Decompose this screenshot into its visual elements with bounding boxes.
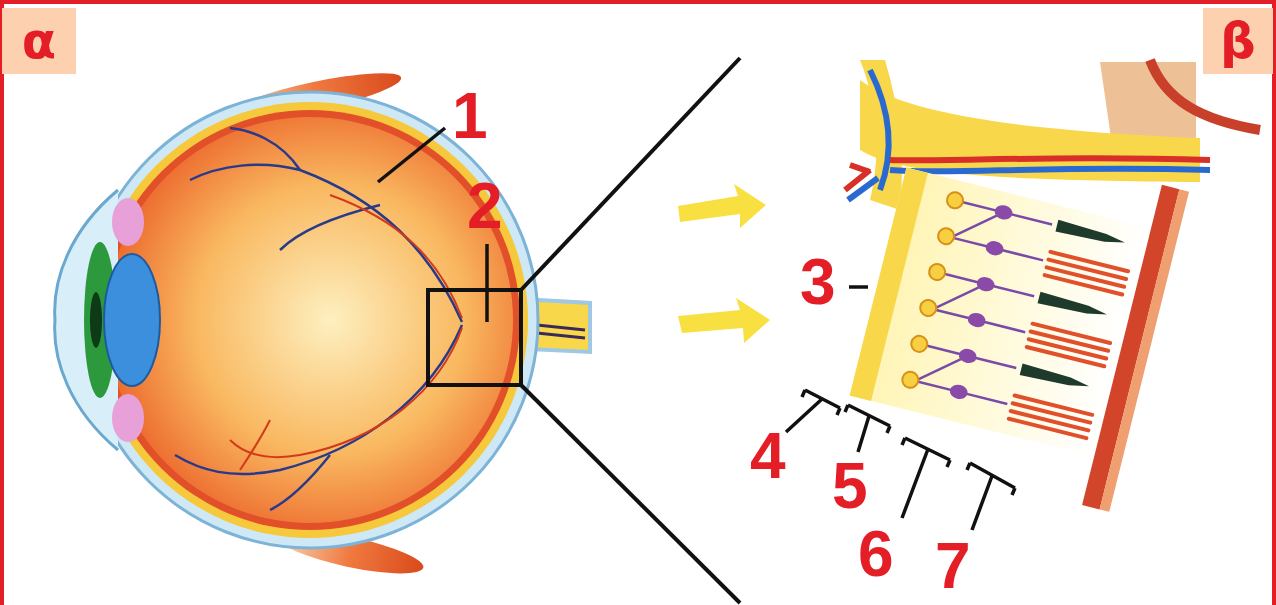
panel-letter-box: α [2,8,76,74]
callout-number: 3 [800,250,836,314]
callout-number: 5 [832,454,868,518]
panel-letter: β [1220,16,1256,66]
callout-number: 2 [467,174,503,238]
panel-letter-box: β [1203,8,1273,74]
callout-number: 7 [935,534,971,598]
callout-number: 1 [452,84,488,148]
callout-number: 6 [858,522,894,586]
panel-letter: α [22,16,56,66]
callout-number: 4 [750,424,786,488]
